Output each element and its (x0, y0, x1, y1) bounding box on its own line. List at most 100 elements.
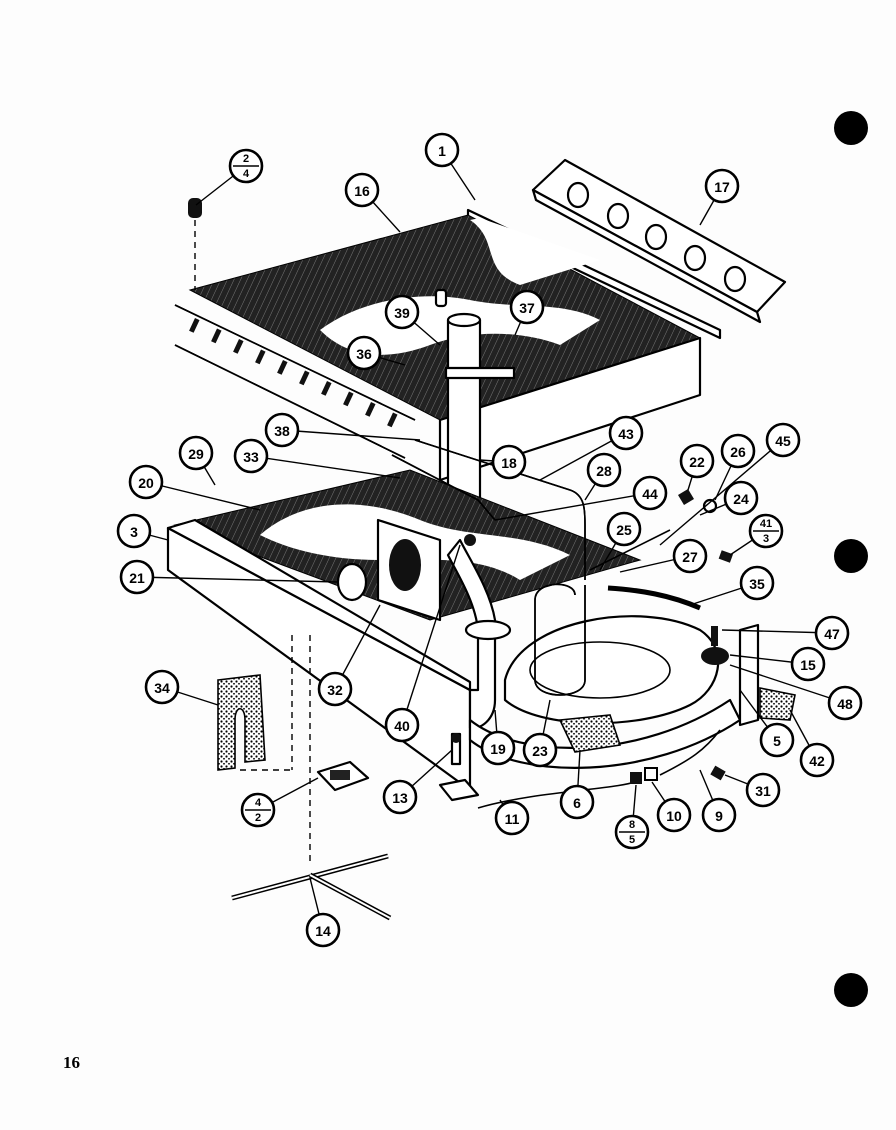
coil-fin-slot (255, 349, 266, 365)
coil-fin-slot (277, 360, 288, 375)
page-number: 16 (63, 1053, 80, 1072)
callout-label: 3 (130, 524, 138, 540)
callout-21: 21 (119, 559, 155, 595)
fraction-callout-41-3: 413 (748, 513, 784, 549)
fraction-callout-2-4: 24 (228, 148, 264, 184)
callout-circle (765, 422, 801, 458)
leader-line-33 (250, 455, 401, 479)
callout-label: 37 (519, 300, 535, 316)
callout-circle (586, 452, 622, 488)
callout-circle (827, 685, 863, 721)
callout-42: 42 (799, 742, 835, 778)
leader-line-48 (729, 664, 846, 704)
callout-circle (494, 800, 530, 836)
callout-circle (424, 132, 460, 168)
callout-label: 24 (733, 491, 749, 507)
callout-label: 48 (837, 696, 853, 712)
callout-label: 28 (596, 463, 612, 479)
callout-34: 34 (144, 669, 180, 705)
callout-circle (264, 412, 300, 448)
callout-label: 20 (138, 475, 154, 491)
callout-label: 22 (689, 454, 705, 470)
callout-23: 23 (522, 732, 558, 768)
callout-circle (384, 707, 420, 743)
callout-circle (606, 511, 642, 547)
screw-2-4 (188, 198, 202, 290)
callout-39: 39 (384, 294, 420, 330)
lower-tray-assembly (166, 469, 796, 865)
callout-circle (346, 335, 382, 371)
callout-28: 28 (586, 452, 622, 488)
punch-hole-top (834, 111, 868, 145)
callout-11: 11 (494, 800, 530, 836)
callout-label: 19 (490, 741, 506, 757)
callout-17: 17 (704, 168, 740, 204)
callout-circle (656, 797, 692, 833)
callout-19: 19 (480, 730, 516, 766)
leader-line-44 (494, 492, 651, 521)
callout-label: 11 (505, 811, 520, 827)
callout-label: 44 (642, 486, 658, 502)
callout-label: 16 (354, 183, 370, 199)
callout-26: 26 (720, 433, 756, 469)
fraction-top: 41 (760, 518, 772, 530)
callout-22: 22 (679, 443, 715, 479)
fraction-bottom: 4 (243, 168, 250, 180)
callout-37: 37 (509, 289, 545, 325)
callout-circle (745, 772, 781, 808)
callout-27: 27 (672, 538, 708, 574)
callout-label: 26 (730, 444, 746, 460)
callout-label: 6 (573, 795, 581, 811)
callout-circle (144, 669, 180, 705)
callout-label: 31 (755, 783, 771, 799)
callout-label: 9 (715, 808, 723, 824)
callout-14: 14 (305, 912, 341, 948)
callout-circle (128, 464, 164, 500)
callout-label: 18 (501, 455, 517, 471)
callout-label: 14 (315, 923, 331, 939)
callout-43: 43 (608, 415, 644, 451)
callout-47: 47 (814, 615, 850, 651)
callout-10: 10 (656, 797, 692, 833)
callout-circle (178, 435, 214, 471)
fraction-bottom: 5 (629, 834, 635, 846)
callout-label: 42 (809, 753, 825, 769)
callout-31: 31 (745, 772, 781, 808)
fraction-callout-4-2: 42 (240, 792, 276, 828)
fraction-bottom: 3 (763, 533, 769, 545)
callout-label: 10 (666, 808, 682, 824)
callout-label: 23 (532, 743, 548, 759)
callout-label: 15 (800, 657, 816, 673)
coil-fins (189, 318, 398, 428)
callout-label: 17 (714, 179, 730, 195)
callout-circle (233, 438, 269, 474)
coil-fin-slot (387, 412, 398, 428)
callout-48: 48 (827, 685, 863, 721)
callout-36: 36 (346, 335, 382, 371)
callout-45: 45 (765, 422, 801, 458)
fraction-bottom: 2 (255, 812, 261, 824)
callout-15: 15 (790, 646, 826, 682)
callout-16: 16 (344, 172, 380, 208)
callout-label: 33 (243, 449, 259, 465)
callout-circle (509, 289, 545, 325)
callout-label: 32 (327, 682, 343, 698)
coil-fin-slot (299, 370, 310, 386)
callout-circle (480, 730, 516, 766)
bracket-17 (531, 158, 787, 324)
callout-13: 13 (382, 779, 418, 815)
callout-32: 32 (317, 671, 353, 707)
callout-label: 1 (438, 143, 446, 159)
callout-label: 40 (394, 718, 410, 734)
callout-18: 18 (491, 444, 527, 480)
callout-33: 33 (233, 438, 269, 474)
leader-line-20 (145, 481, 261, 511)
cross-brace-14 (231, 853, 392, 921)
callout-5: 5 (759, 722, 795, 758)
leader-line-40 (401, 544, 461, 726)
callout-label: 25 (616, 522, 632, 538)
coil-fin-slot (211, 328, 222, 344)
callout-circle (704, 168, 740, 204)
